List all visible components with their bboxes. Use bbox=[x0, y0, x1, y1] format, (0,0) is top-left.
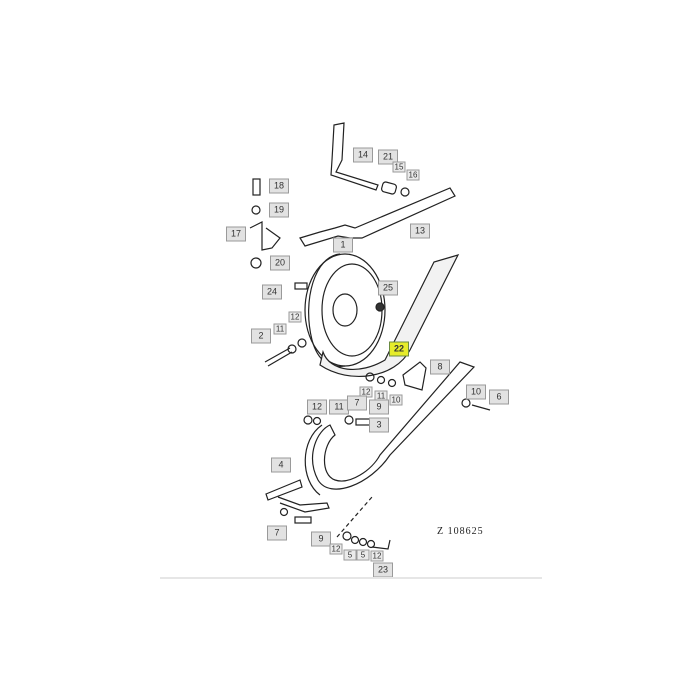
callout-24: 24 bbox=[262, 284, 282, 300]
callout-19: 19 bbox=[269, 202, 289, 218]
part-17-bracket bbox=[249, 221, 281, 251]
part-13-arm bbox=[299, 187, 456, 247]
callout-21: 21 bbox=[378, 149, 398, 165]
callout-8: 8 bbox=[430, 359, 450, 375]
callout-7: 7 bbox=[267, 525, 287, 541]
part-22-scraper bbox=[319, 254, 460, 377]
part-4-bracket bbox=[265, 479, 330, 513]
part-8-bracket bbox=[402, 361, 427, 391]
callout-5: 5 bbox=[356, 549, 370, 561]
part-1-wheel-hub bbox=[332, 293, 358, 327]
part-18-bolt bbox=[252, 178, 261, 196]
part-3-frame bbox=[312, 361, 476, 490]
callout-12: 12 bbox=[329, 543, 343, 555]
part-1-wheel-rim bbox=[321, 263, 383, 357]
callout-1: 1 bbox=[333, 237, 353, 253]
callout-4: 4 bbox=[271, 457, 291, 473]
part-23-pin bbox=[371, 539, 391, 550]
callout-10: 10 bbox=[389, 394, 403, 406]
callout-9: 9 bbox=[311, 531, 331, 547]
callout-15: 15 bbox=[392, 161, 406, 173]
part-16-washer bbox=[400, 187, 410, 197]
callout-12: 12 bbox=[307, 399, 327, 415]
callout-14: 14 bbox=[353, 147, 373, 163]
washer-icon bbox=[376, 375, 386, 385]
callout-11: 11 bbox=[273, 323, 287, 335]
part-1-wheel-tire bbox=[304, 253, 386, 367]
divider bbox=[160, 577, 542, 579]
callout-12: 12 bbox=[370, 550, 384, 562]
callout-9: 9 bbox=[369, 399, 389, 415]
callout-12: 12 bbox=[288, 311, 302, 323]
washer-icon bbox=[387, 378, 397, 388]
callout-18: 18 bbox=[269, 178, 289, 194]
callout-23: 23 bbox=[373, 562, 393, 578]
callout-2: 2 bbox=[251, 328, 271, 344]
part-12-nut bbox=[297, 338, 307, 348]
callout-11: 11 bbox=[329, 399, 349, 415]
callout-22: 22 bbox=[389, 341, 409, 357]
callout-16: 16 bbox=[406, 169, 420, 181]
callout-5: 5 bbox=[343, 549, 357, 561]
callout-20: 20 bbox=[270, 255, 290, 271]
part-11-washer bbox=[287, 344, 297, 354]
drawing-code: Z 108625 bbox=[437, 526, 484, 537]
nut-icon bbox=[365, 372, 375, 382]
callout-7: 7 bbox=[347, 395, 367, 411]
callout-10: 10 bbox=[466, 384, 486, 400]
callout-25: 25 bbox=[378, 280, 398, 296]
callout-6: 6 bbox=[489, 389, 509, 405]
part-25-nut bbox=[375, 302, 385, 312]
part-24-bolt bbox=[294, 282, 308, 290]
callout-13: 13 bbox=[410, 223, 430, 239]
part-15-bushing bbox=[381, 181, 397, 195]
part-1-wheel-side bbox=[308, 253, 346, 367]
callout-17: 17 bbox=[226, 226, 246, 242]
part-20-nut bbox=[250, 257, 262, 269]
callout-3: 3 bbox=[369, 417, 389, 433]
part-19-nut bbox=[251, 205, 261, 215]
part-14-bracket bbox=[330, 122, 379, 191]
part-2-bolt bbox=[264, 347, 293, 367]
